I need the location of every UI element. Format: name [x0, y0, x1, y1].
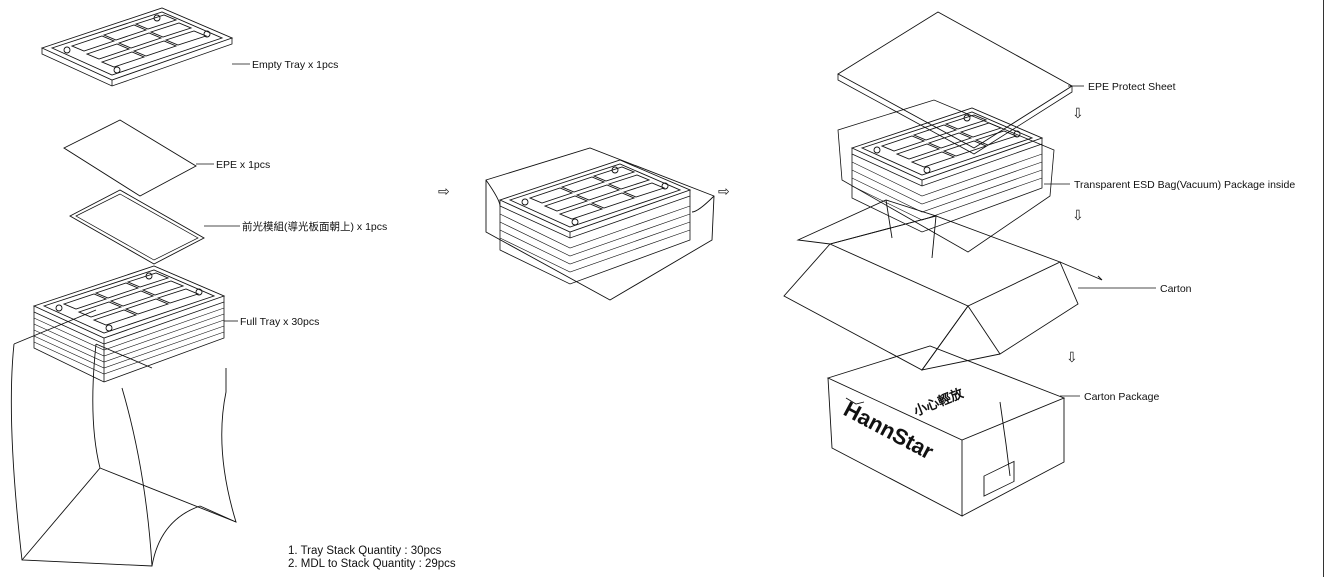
down-arrow-icon: ⇩ — [1072, 207, 1084, 223]
bagged-stack-right — [851, 107, 1043, 233]
down-arrow-icon: ⇩ — [1072, 105, 1084, 121]
label-carton: Carton — [1160, 283, 1192, 295]
esd-bag-open — [10, 309, 237, 567]
vacuum-bagged-stack — [499, 159, 691, 285]
front-light-module — [69, 189, 205, 265]
box-fragile-print: 小心輕放 — [912, 385, 967, 420]
right-arrow-icon: ⇨ — [438, 183, 450, 199]
down-arrow-icon: ⇩ — [1066, 349, 1078, 365]
label-front-light: 前光模組(導光板面朝上) x 1pcs — [242, 221, 388, 233]
label-epe-protect: EPE Protect Sheet — [1088, 81, 1176, 93]
closed-carton — [826, 345, 1066, 517]
open-carton — [783, 199, 1103, 371]
empty-tray — [41, 7, 233, 87]
label-full-tray: Full Tray x 30pcs — [240, 316, 320, 328]
note-2: 2. MDL to Stack Quantity : 29pcs — [288, 558, 456, 570]
right-arrow-icon: ⇨ — [718, 183, 730, 199]
label-esd-bag: Transparent ESD Bag(Vacuum) Package insi… — [1074, 179, 1296, 191]
label-carton-package: Carton Package — [1084, 391, 1160, 403]
label-empty-tray: Empty Tray x 1pcs — [252, 59, 339, 71]
epe-protect-sheet — [837, 11, 1073, 155]
epe-sheet — [63, 119, 197, 197]
vacuum-bag-outline — [485, 147, 715, 301]
label-epe: EPE x 1pcs — [216, 159, 271, 171]
note-1: 1. Tray Stack Quantity : 30pcs — [288, 545, 442, 557]
notes: 1. Tray Stack Quantity : 30pcs 2. MDL to… — [288, 545, 456, 571]
